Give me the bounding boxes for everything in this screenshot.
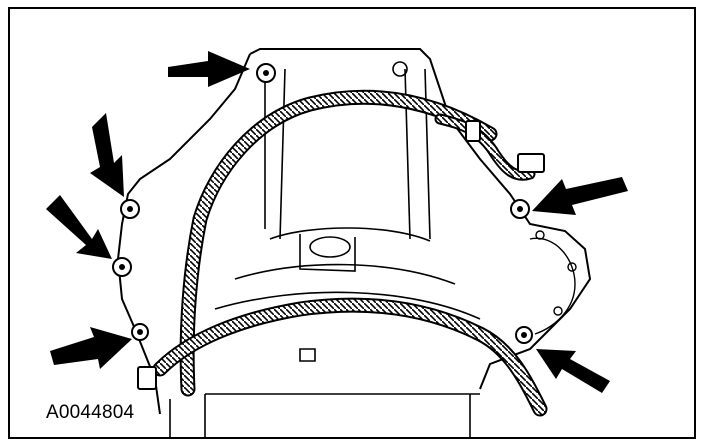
arrow-icon (90, 113, 124, 197)
figure-frame: A0044804 (8, 7, 696, 439)
arrow-icon (50, 327, 132, 369)
figure-code: A0044804 (46, 402, 135, 423)
arrow-icon (168, 51, 250, 87)
bell-housing (116, 48, 592, 437)
arrow-icon (532, 177, 628, 215)
harness-connector (137, 120, 545, 390)
arrow-icon (536, 349, 610, 393)
transmission-illustration (46, 48, 628, 437)
wiring-harness (152, 89, 548, 417)
arrow-icon (46, 195, 112, 259)
